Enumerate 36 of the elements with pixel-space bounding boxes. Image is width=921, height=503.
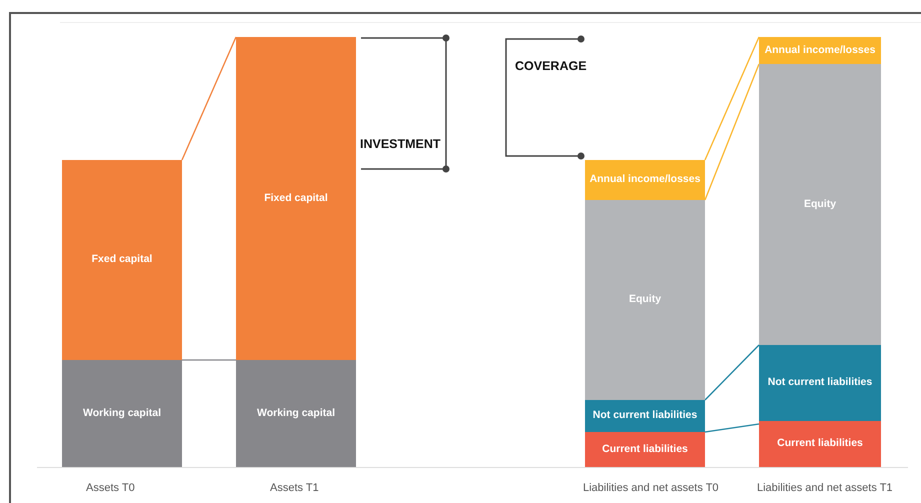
segment-label: Fxed capital xyxy=(92,254,152,266)
bar-segment xyxy=(759,37,881,64)
axis-label: Assets T1 xyxy=(270,482,319,494)
axis-label: Liabilities and net assets T1 xyxy=(757,482,893,494)
bar-segment xyxy=(62,160,182,360)
bracket-label: INVESTMENT xyxy=(360,137,441,151)
bar-segment xyxy=(759,345,881,421)
segment-label: Annual income/losses xyxy=(590,174,700,186)
bar-segment xyxy=(759,421,881,467)
segment-label: Equity xyxy=(804,198,836,210)
segment-label: Current liabilities xyxy=(602,444,688,456)
bar-segment xyxy=(62,360,182,467)
segment-label: Fixed capital xyxy=(264,192,328,204)
bar-segment xyxy=(585,400,705,432)
bar-segment xyxy=(585,432,705,467)
segment-label: Not current liabilities xyxy=(592,410,698,422)
bar-segment xyxy=(759,64,881,345)
connector-line xyxy=(704,64,760,200)
bracket-label: COVERAGE xyxy=(515,59,587,73)
connector-line xyxy=(181,36,237,160)
connector-line xyxy=(704,344,760,400)
bar-segment xyxy=(236,37,356,360)
connector-line xyxy=(704,36,760,160)
segment-label: Current liabilities xyxy=(777,438,863,450)
bar-segment xyxy=(585,160,705,200)
segment-label: Working capital xyxy=(83,408,161,420)
segment-label: Annual income/losses xyxy=(764,44,876,56)
connector-line xyxy=(704,423,760,433)
segment-label: Working capital xyxy=(257,408,335,420)
axis-label: Liabilities and net assets T0 xyxy=(583,482,719,494)
segment-label: Not current liabilities xyxy=(768,377,872,389)
connector-line xyxy=(182,359,236,361)
axis-label: Assets T0 xyxy=(86,482,135,494)
bar-segment xyxy=(585,200,705,400)
bar-segment xyxy=(236,360,356,467)
segment-label: Equity xyxy=(628,294,662,306)
